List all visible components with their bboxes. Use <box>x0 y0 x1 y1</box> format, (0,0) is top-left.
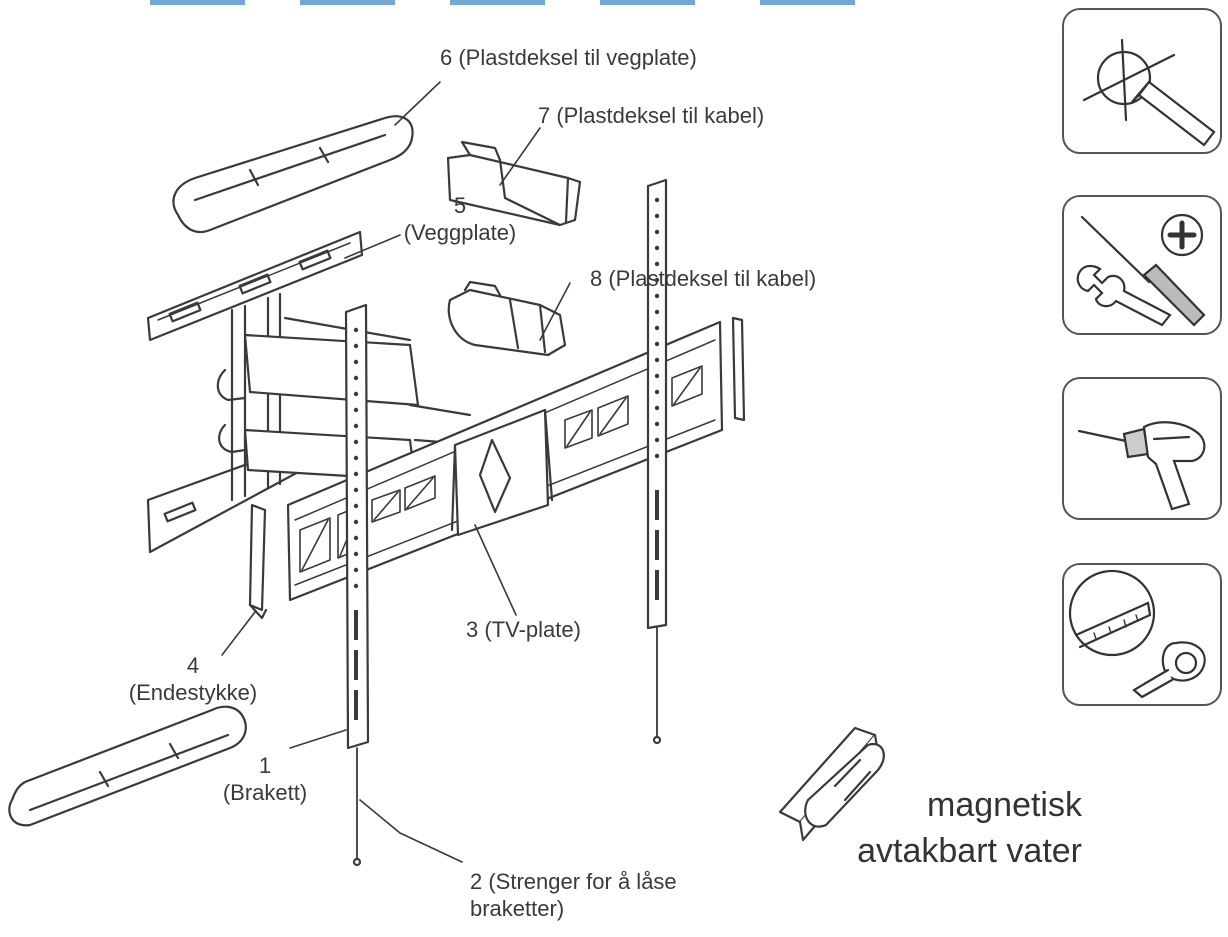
drill-icon <box>1077 421 1206 511</box>
part-3-tv-plate <box>286 316 746 602</box>
tool-screwdriver-wrench <box>1062 195 1222 335</box>
level-label-line1: magnetisk <box>927 786 1082 824</box>
label-part-4: 4 (Endestykke) <box>108 652 278 706</box>
label-part-4-name: (Endestykke) <box>128 680 258 705</box>
pencil-mark-icon <box>1082 38 1216 147</box>
part-1-right-bracket <box>646 178 668 745</box>
bottom-plastic-cover <box>8 705 247 827</box>
label-part-1: 1 (Brakett) <box>210 752 320 806</box>
label-part-6: 6 (Plastdeksel til vegplate) <box>440 45 697 70</box>
bracket-holes <box>353 327 359 720</box>
tool-drill <box>1062 377 1222 520</box>
part-6-wallplate-cover <box>172 115 414 234</box>
label-part-1-name: (Brakett) <box>222 780 308 805</box>
level-label: magnetisk avtakbart vater <box>820 782 1082 874</box>
magnetic-level <box>778 726 885 842</box>
label-part-3: 3 (TV-plate) <box>466 617 581 642</box>
leader-lines <box>221 81 571 863</box>
label-part-8: 8 (Plastdeksel til kabel) <box>590 266 817 291</box>
tool-pencil-mark <box>1062 8 1222 154</box>
label-part-7: 7 (Plastdeksel til kabel) <box>538 103 765 128</box>
tape-measure-icon <box>1068 569 1206 699</box>
part-4-end-piece <box>248 503 268 620</box>
part-5-wall-plate <box>146 230 364 554</box>
label-part-1-number: 1 <box>258 753 272 778</box>
label-part-2-line1: 2 (Strenger for å låse <box>470 869 677 894</box>
label-part-4-number: 4 <box>186 653 200 678</box>
label-part-5-number: 5 <box>453 193 467 218</box>
tool-tape-measure <box>1062 563 1222 706</box>
screwdriver-wrench-icon <box>1076 213 1206 327</box>
label-part-5: 5 (Veggplate) <box>385 192 535 246</box>
part-7-cable-cover <box>446 140 582 227</box>
part-1-left-bracket <box>344 303 370 867</box>
level-label-line2: avtakbart vater <box>857 832 1082 870</box>
part-8-cable-cover <box>447 280 567 357</box>
label-part-2-line2: braketter) <box>470 896 565 921</box>
label-part-5-name: (Veggplate) <box>403 220 517 245</box>
label-part-2: 2 (Strenger for å låse braketter) <box>470 868 677 922</box>
top-decor-strips <box>150 0 855 5</box>
